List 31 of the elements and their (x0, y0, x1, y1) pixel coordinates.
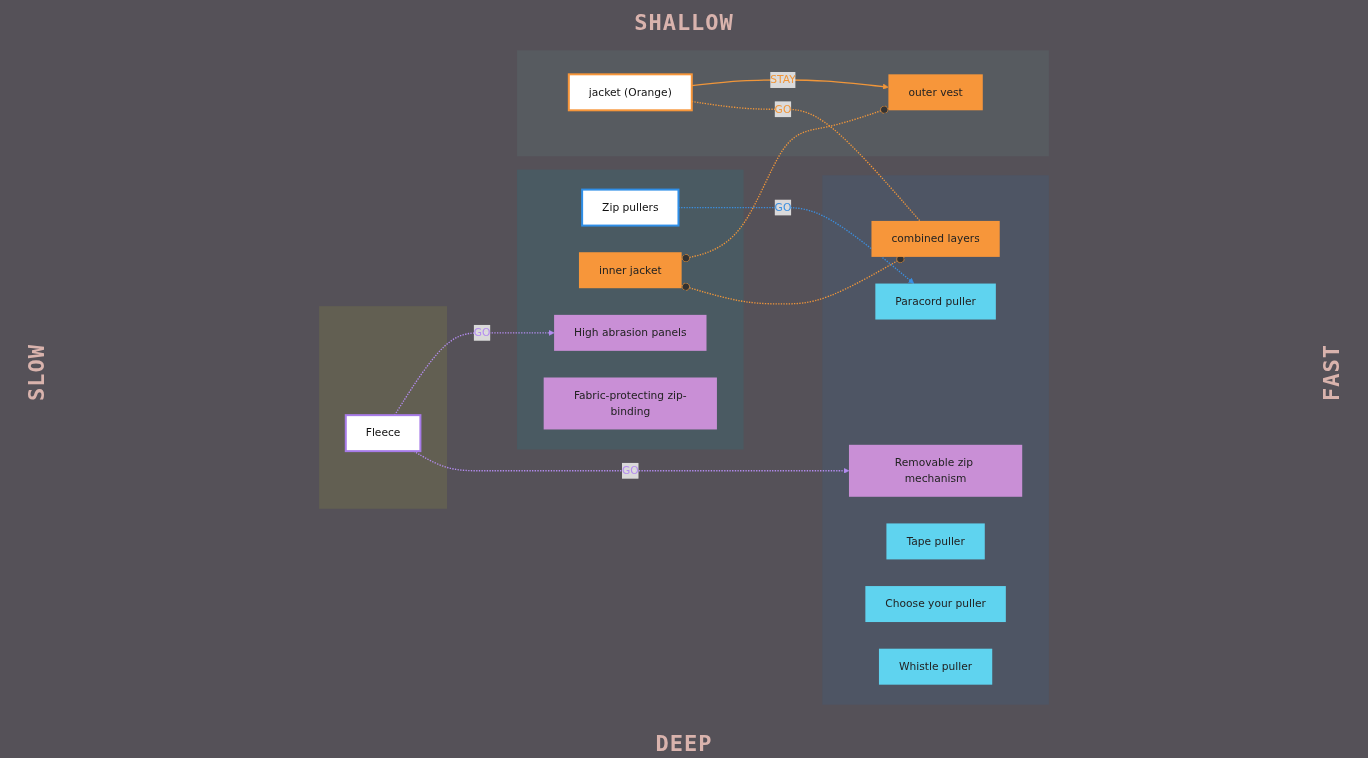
node-box: Fleece (344, 414, 422, 453)
axis-label: SLOW (24, 344, 49, 401)
node-box: Whistle puller (878, 648, 993, 685)
node-box: jacket (Orange) (567, 73, 693, 112)
edge-label: GO (621, 464, 639, 477)
node-box: Paracord puller (875, 283, 996, 320)
edge-label: GO (473, 326, 491, 339)
cluster (319, 306, 448, 509)
node-box: Fabric-protecting zip-binding (543, 377, 717, 430)
node-box: Zip pullers (581, 188, 680, 227)
arrow (413, 450, 850, 474)
edge-label: GO (774, 102, 792, 116)
connector (680, 255, 905, 305)
axis-label: FAST (1319, 344, 1344, 401)
cluster (822, 175, 1049, 705)
node-box: Tape puller (886, 523, 985, 560)
connector (691, 100, 921, 222)
axis-label: DEEP (654, 731, 714, 756)
node-box: outer vest (888, 74, 983, 111)
node-box: combined layers (871, 220, 1000, 257)
axis-label: SHALLOW (633, 10, 735, 35)
connector (680, 105, 890, 263)
arrow (393, 329, 555, 416)
node-box: inner jacket (578, 252, 682, 289)
cluster (517, 169, 744, 450)
cluster (517, 50, 1049, 157)
node-box: Removable zip mechanism (848, 444, 1023, 497)
node-box: Choose your puller (865, 586, 1006, 623)
edge-label: GO (774, 200, 792, 214)
node-box: High abrasion panels (554, 314, 707, 351)
edge-label: STAY (770, 73, 796, 86)
